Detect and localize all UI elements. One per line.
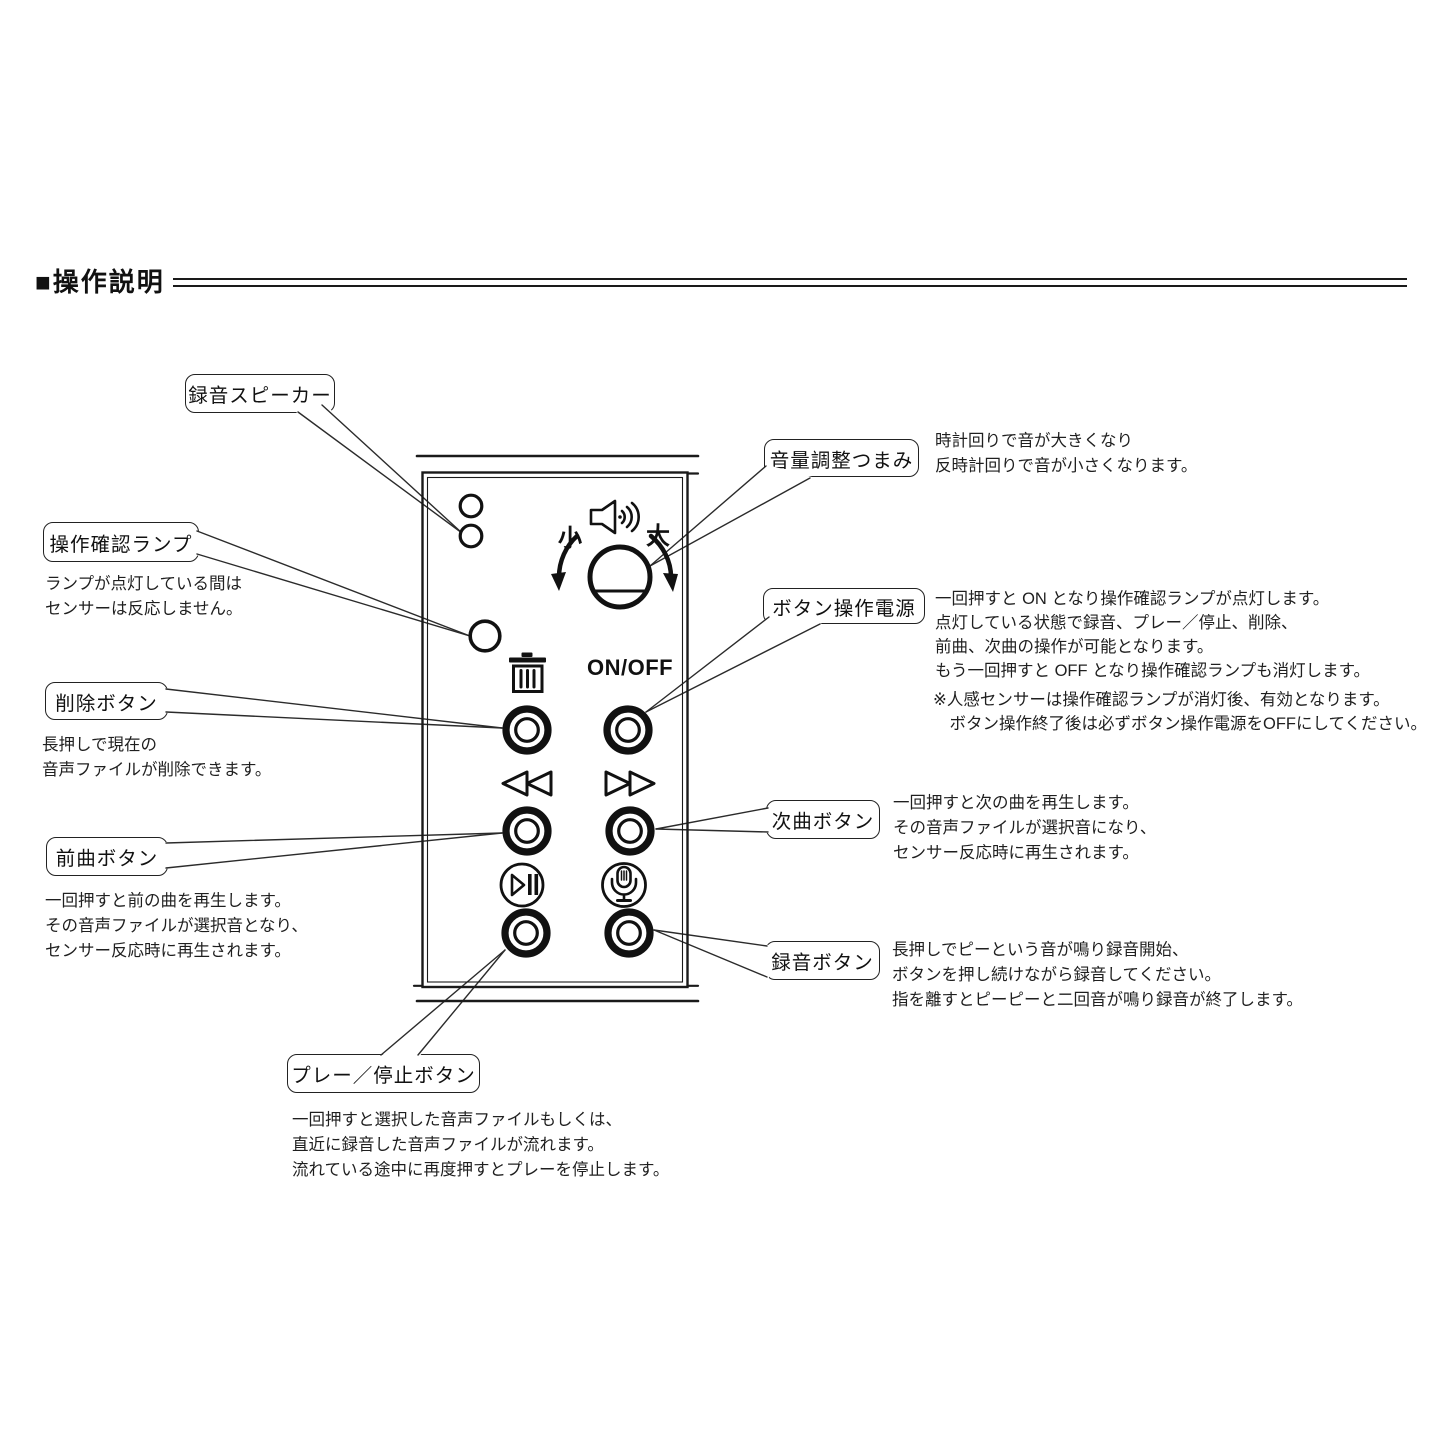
desc-line: 反時計回りで音が小さくなります。	[935, 457, 1198, 475]
status-lamp-icon	[468, 619, 502, 653]
leader-delete-button	[165, 688, 503, 729]
volume-min-label: 小	[558, 525, 582, 552]
power-button	[603, 705, 653, 755]
leader-play-stop-button	[380, 949, 506, 1057]
desc-line: ランプが点灯している間は	[45, 575, 243, 593]
next-button	[605, 806, 655, 856]
title-rule	[173, 278, 1407, 287]
callout-record-button-label: 録音ボタン	[771, 952, 874, 974]
callout-recording-speaker: 録音スピーカー	[185, 374, 335, 413]
leader-recording-speaker	[296, 403, 463, 534]
desc-line: センサー反応時に再生されます。	[893, 844, 1139, 862]
desc-line: 一回押すと次の曲を再生します。	[893, 794, 1139, 812]
desc-line: センサー反応時に再生されます。	[45, 942, 291, 960]
desc-line: 指を離すとピーピーと二回音が鳴り録音が終了します。	[892, 991, 1303, 1009]
volume-knob	[587, 544, 653, 610]
desc-status-lamp: ランプが点灯している間は センサーは反応しません。	[45, 572, 243, 622]
callout-next-button-label: 次曲ボタン	[771, 811, 875, 833]
desc-play-stop-button: 一回押すと選択した音声ファイルもしくは、 直近に録音した音声ファイルが流れます。…	[292, 1108, 669, 1183]
next-icon	[604, 770, 656, 797]
volume-speaker-icon	[589, 499, 640, 535]
callout-volume-knob-label: 音量調整つまみ	[769, 449, 914, 472]
leader-next-button	[655, 807, 770, 833]
power-label: ON/OFF	[587, 655, 674, 680]
desc-record-button: 長押しでピーという音が鳴り録音開始、 ボタンを押し続けながら録音してください。 …	[892, 938, 1303, 1013]
callout-play-stop-button: プレー／停止ボタン	[287, 1054, 480, 1093]
desc-line: 点灯している状態で録音、プレー／停止、削除、	[935, 614, 1298, 632]
note-line: ※人感センサーは操作確認ランプが消灯後、有効となります。	[933, 691, 1390, 709]
desc-line: 一回押すと前の曲を再生します。	[45, 892, 291, 910]
callout-power-button-label: ボタン操作電源	[772, 597, 916, 620]
desc-line: 時計回りで音が大きくなり	[935, 432, 1133, 450]
desc-line: その音声ファイルが選択音となり、	[45, 917, 308, 935]
note-power-button: ※人感センサーは操作確認ランプが消灯後、有効となります。 ボタン操作終了後は必ず…	[933, 689, 1427, 736]
callout-play-stop-button-label: プレー／停止ボタン	[291, 1065, 476, 1087]
desc-line: 流れている途中に再度押すとプレーを停止します。	[292, 1161, 670, 1179]
desc-next-button: 一回押すと次の曲を再生します。 その音声ファイルが選択音になり、 センサー反応時…	[893, 791, 1156, 866]
delete-button	[502, 705, 552, 755]
callout-volume-knob: 音量調整つまみ	[764, 439, 919, 477]
play-pause-icon	[499, 862, 545, 908]
prev-icon	[501, 770, 553, 797]
callout-next-button: 次曲ボタン	[766, 800, 880, 839]
desc-line: センサーは反応しません。	[45, 600, 243, 618]
desc-line: ボタンを押し続けながら録音してください。	[892, 966, 1222, 984]
callout-prev-button-label: 前曲ボタン	[55, 848, 159, 870]
desc-volume-knob: 時計回りで音が大きくなり 反時計回りで音が小さくなります。	[935, 429, 1197, 479]
desc-line: もう一回押すと OFF となり操作確認ランプも消灯します。	[935, 662, 1371, 680]
desc-line: 長押しで現在の	[42, 736, 158, 754]
desc-line: 直近に録音した音声ファイルが流れます。	[292, 1136, 604, 1154]
leader-volume-knob	[649, 465, 812, 567]
desc-line: 長押しでピーという音が鳴り録音開始、	[892, 941, 1189, 959]
desc-power-button: 一回押すと ON となり操作確認ランプが点灯します。 点灯している状態で録音、プ…	[935, 587, 1370, 683]
desc-line: 一回押すと選択した音声ファイルもしくは、	[292, 1111, 622, 1129]
desc-prev-button: 一回押すと前の曲を再生します。 その音声ファイルが選択音となり、 センサー反応時…	[45, 889, 308, 964]
callout-delete-button-label: 削除ボタン	[55, 692, 158, 715]
desc-line: 前曲、次曲の操作が可能となります。	[935, 638, 1214, 656]
mic-icon	[601, 862, 647, 908]
desc-line: 一回押すと ON となり操作確認ランプが点灯します。	[935, 590, 1330, 608]
callout-record-button: 録音ボタン	[765, 941, 880, 980]
callout-prev-button: 前曲ボタン	[46, 837, 168, 876]
callout-status-lamp-label: 操作確認ランプ	[49, 533, 193, 556]
play-stop-button	[501, 908, 551, 958]
leader-prev-button	[165, 832, 503, 869]
callout-recording-speaker-label: 録音スピーカー	[188, 385, 332, 407]
leader-record-button	[653, 929, 769, 978]
speaker-holes-icon	[458, 493, 484, 549]
trash-icon	[509, 652, 546, 693]
desc-line: その音声ファイルが選択音になり、	[893, 819, 1157, 837]
desc-line: 音声ファイルが削除できます。	[42, 761, 272, 779]
prev-button	[502, 806, 552, 856]
record-button	[604, 908, 654, 958]
volume-max-label: 大	[646, 523, 670, 550]
callout-status-lamp: 操作確認ランプ	[43, 522, 199, 562]
callout-power-button: ボタン操作電源	[763, 588, 925, 624]
desc-delete-button: 長押しで現在の 音声ファイルが削除できます。	[42, 733, 271, 783]
note-line: ボタン操作終了後は必ずボタン操作電源をOFFにしてください。	[933, 714, 1428, 733]
callout-delete-button: 削除ボタン	[45, 682, 168, 720]
page-title: ■操作説明	[35, 267, 165, 297]
